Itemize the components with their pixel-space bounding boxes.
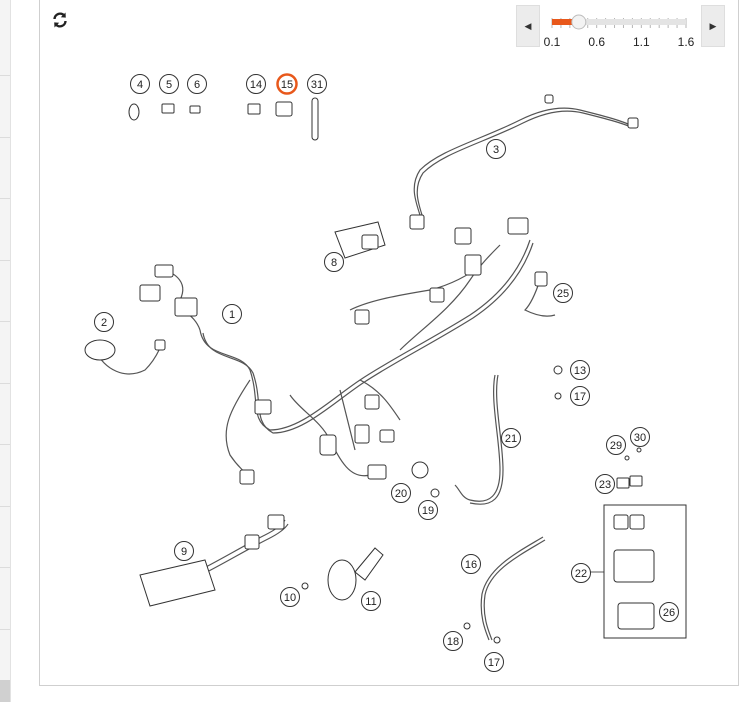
callout-label: 9 bbox=[181, 546, 187, 558]
callout-label: 11 bbox=[365, 596, 376, 608]
slider-tick-label: 0.1 bbox=[543, 35, 561, 49]
caret-right-icon: ▶ bbox=[709, 20, 717, 31]
refresh-icon bbox=[53, 12, 67, 28]
callout-highlighted[interactable] bbox=[276, 73, 298, 95]
callout-circle[interactable] bbox=[630, 427, 650, 447]
callout-circle[interactable] bbox=[443, 631, 463, 651]
callout-circle[interactable] bbox=[130, 74, 150, 94]
callout-label: 17 bbox=[574, 391, 586, 403]
callout-circle[interactable] bbox=[174, 541, 194, 561]
callout-label: 19 bbox=[422, 505, 434, 517]
slider-fill bbox=[552, 19, 579, 25]
callout-circle[interactable] bbox=[187, 74, 207, 94]
callout-label: 16 bbox=[465, 559, 477, 571]
callout-label: 5 bbox=[166, 79, 172, 91]
callout-circle[interactable] bbox=[391, 483, 411, 503]
callout-circle[interactable] bbox=[307, 74, 327, 94]
zoom-out-button[interactable]: ◀ bbox=[516, 5, 540, 47]
zoom-tick-labels: 0.1 0.6 1.1 1.6 bbox=[540, 35, 701, 49]
callout-label: 13 bbox=[574, 365, 586, 377]
callout-circle[interactable] bbox=[484, 652, 504, 672]
callout-label: 22 bbox=[575, 568, 587, 580]
callout-circle[interactable] bbox=[570, 386, 590, 406]
callout-circle[interactable] bbox=[246, 74, 266, 94]
callout-circle[interactable] bbox=[280, 587, 300, 607]
callout-label: 4 bbox=[137, 79, 143, 91]
callout-label: 21 bbox=[505, 433, 517, 445]
callout-label: 26 bbox=[663, 607, 675, 619]
callout-label: 2 bbox=[101, 317, 107, 329]
slider-tick-label: 1.6 bbox=[677, 35, 695, 49]
zoom-slider[interactable] bbox=[550, 12, 688, 36]
callout-circle[interactable] bbox=[570, 360, 590, 380]
callout-label: 1 bbox=[229, 309, 235, 321]
callout-label: 17 bbox=[488, 657, 500, 669]
zoom-control: ◀ 0.1 0.6 1.1 1.6 ▶ bbox=[516, 5, 725, 49]
callout-circle[interactable] bbox=[595, 474, 615, 494]
callout-circle[interactable] bbox=[418, 500, 438, 520]
callout-label: 8 bbox=[331, 257, 337, 269]
callout-circle[interactable] bbox=[659, 602, 679, 622]
callout-circle[interactable] bbox=[501, 428, 521, 448]
callout-circle[interactable] bbox=[486, 139, 506, 159]
zoom-slider-area: 0.1 0.6 1.1 1.6 bbox=[540, 5, 701, 49]
callout-label: 14 bbox=[250, 79, 262, 91]
slider-handle[interactable] bbox=[571, 14, 587, 30]
callout-circle[interactable] bbox=[324, 252, 344, 272]
reset-view-button[interactable] bbox=[50, 10, 70, 30]
callout-circle[interactable] bbox=[361, 591, 381, 611]
callout-circle[interactable] bbox=[553, 283, 573, 303]
callout-label: 23 bbox=[599, 479, 611, 491]
callout-label: 10 bbox=[284, 592, 296, 604]
zoom-in-button[interactable]: ▶ bbox=[701, 5, 725, 47]
callout-circle[interactable] bbox=[571, 563, 591, 583]
callout-circle[interactable] bbox=[606, 435, 626, 455]
callout-label: 6 bbox=[194, 79, 200, 91]
callout-label: 15 bbox=[281, 79, 293, 91]
slider-tick-label: 1.1 bbox=[632, 35, 650, 49]
left-sidebar-strip bbox=[0, 0, 11, 702]
callout-circle[interactable] bbox=[461, 554, 481, 574]
callout-label: 20 bbox=[395, 488, 407, 500]
callout-label: 3 bbox=[493, 144, 499, 156]
callout-circle[interactable] bbox=[222, 304, 242, 324]
slider-tick-label: 0.6 bbox=[588, 35, 605, 49]
callout-label: 31 bbox=[311, 79, 323, 91]
callout-label: 18 bbox=[447, 636, 459, 648]
callout-circle[interactable] bbox=[159, 74, 179, 94]
callout-circle[interactable] bbox=[94, 312, 114, 332]
caret-left-icon: ◀ bbox=[524, 20, 532, 31]
callout-label: 30 bbox=[634, 432, 646, 444]
callout-label: 29 bbox=[610, 440, 622, 452]
callout-label: 25 bbox=[557, 288, 569, 300]
